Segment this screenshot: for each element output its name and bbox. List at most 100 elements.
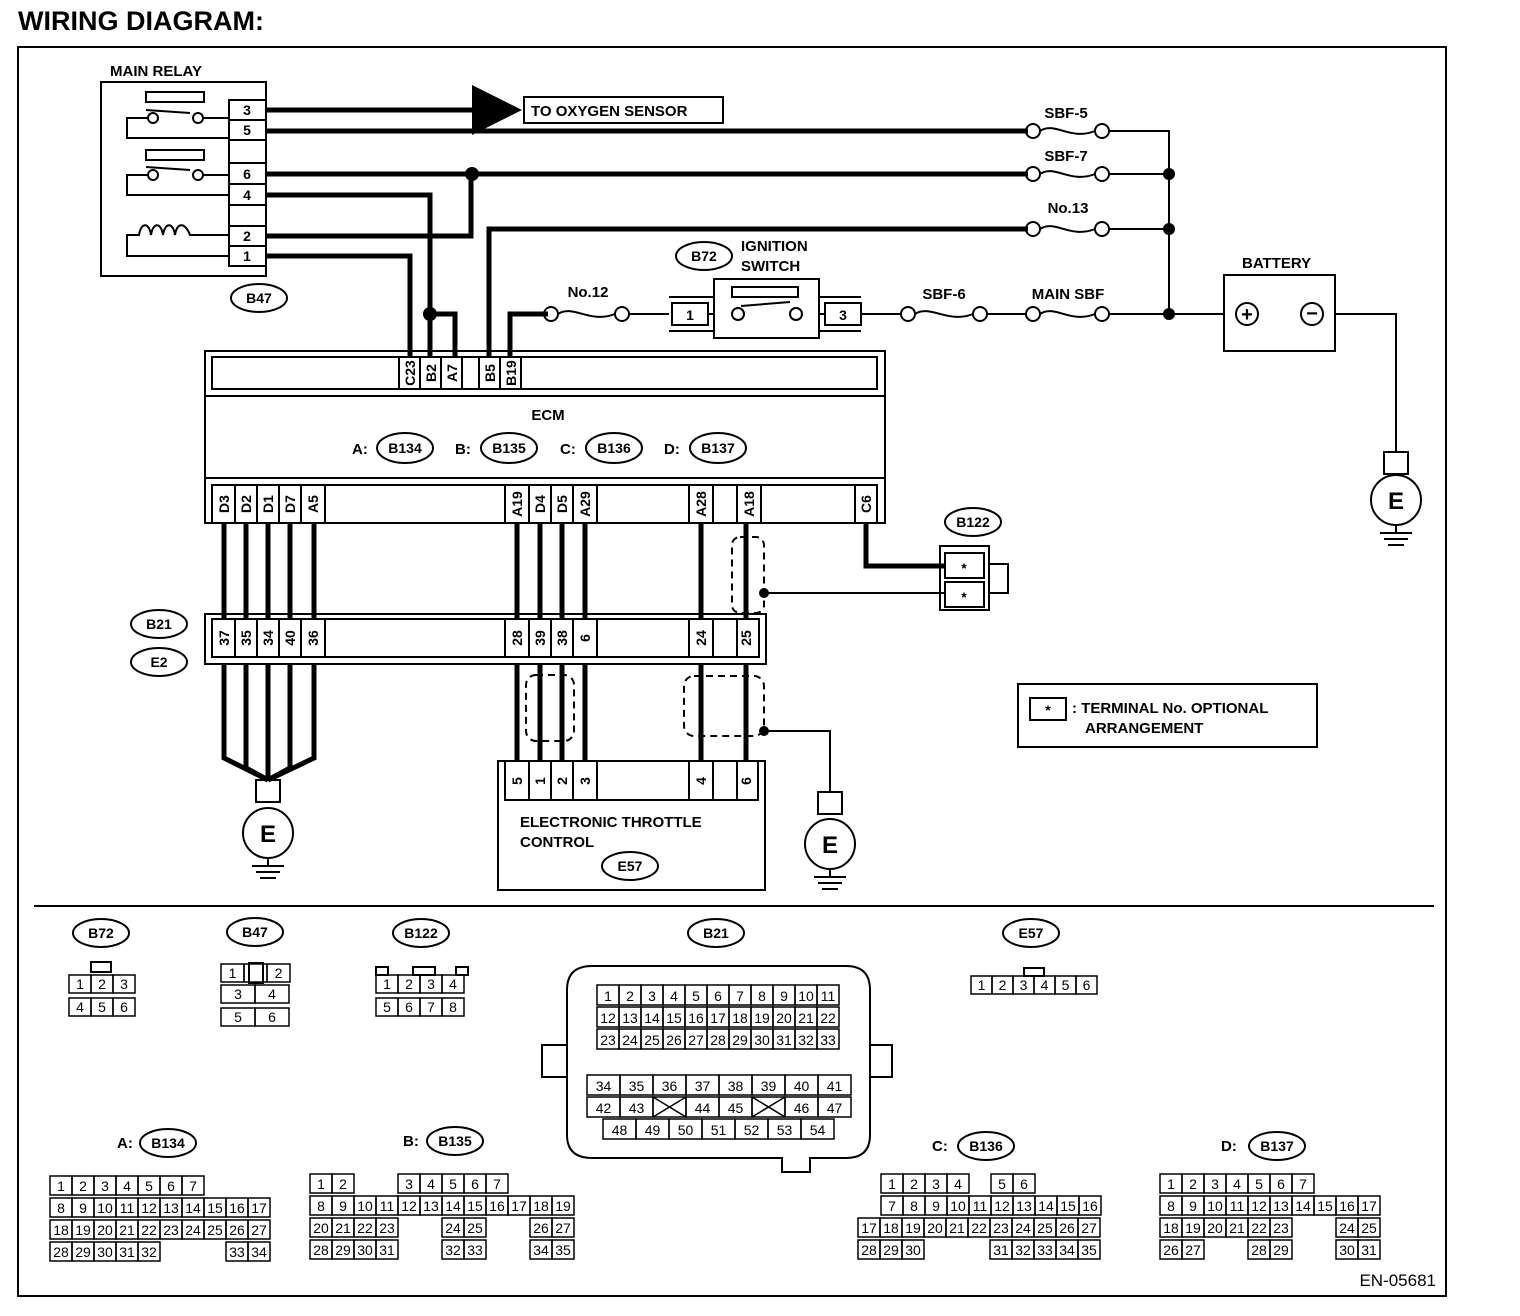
connector-pin-number: 20 [776,1010,792,1026]
cv-b136-tag: B136 [969,1138,1003,1154]
battery-plus-terminal [1235,302,1259,326]
connector-pin-number: 11 [380,1198,395,1214]
connector-pin-number: 24 [1015,1220,1031,1236]
cv-e57-tag: E57 [1019,925,1044,941]
connector-pin-number: 42 [596,1100,612,1116]
connector-pin-number: 20 [927,1220,943,1236]
connector-pin-number: 4 [1233,1176,1241,1192]
connector-pin-cell [247,1241,271,1262]
b21-pin: 28 [509,630,525,646]
connector-pin-number: 54 [810,1122,826,1138]
battery-minus-sign: − [1306,303,1318,325]
connector-pin-number: 37 [695,1078,711,1094]
connector-pin-number: 29 [335,1242,351,1258]
connector-pin-number: 14 [644,1010,660,1026]
connector-pin-cell [551,1239,575,1260]
connector-pin-number: 19 [555,1198,571,1214]
connector-pin-number: 47 [827,1100,843,1116]
ground-label: E [822,832,838,859]
ground-label: E [260,821,276,848]
ecm-connector-id: B136 [597,440,631,456]
diagram-frame [17,46,1447,1297]
connector-pin-number: 28 [313,1242,329,1258]
connector-pin-number: 31 [993,1242,1009,1258]
connector-pin-number: 1 [604,988,612,1004]
connector-pin-number: 6 [1020,1176,1028,1192]
connector-pin-number: 1 [57,1178,65,1194]
connector-pin-cell [946,1173,970,1194]
connector-pin-cell [375,1239,399,1260]
connector-pin-number: 34 [533,1242,549,1258]
connector-pin-number: 49 [645,1122,661,1138]
connector-pin-number: 13 [163,1200,179,1216]
blank-pin-cross [652,1096,687,1118]
connector-pin-number: 6 [405,999,413,1015]
connector-pin-number: 30 [905,1242,921,1258]
connector-pin-number: 19 [905,1220,921,1236]
connector-pin-number: 24 [1339,1220,1355,1236]
connector-pin-number: 22 [820,1010,836,1026]
connector-pin-cell [331,1173,355,1194]
throttle-pin: 1 [532,777,548,785]
relay-terminal-2: 2 [243,228,251,244]
connector-pin-number: 14 [445,1198,461,1214]
connector-pin-number: 29 [732,1032,748,1048]
connector-pin-number: 1 [383,976,391,992]
connector-pin-number: 27 [555,1220,571,1236]
b21-pin: 39 [532,630,548,646]
connector-pin-number: 2 [275,965,283,981]
ecm-pin-b5: B5 [482,364,498,382]
ecm-connector-tags: A: B134 B: B135 C: B136 D: B137 [352,432,747,464]
connector-pin-number: 35 [629,1078,645,1094]
connector-pin-number: 6 [120,999,128,1015]
connector-pin-number: 33 [1037,1242,1053,1258]
connector-pin-number: 29 [1273,1242,1289,1258]
battery-bus-wires [629,130,1397,452]
b122-pin: * [961,589,967,605]
connector-pin-number: 32 [445,1242,461,1258]
connector-pin-number: 52 [744,1122,760,1138]
connector-pin-number: 6 [471,1176,479,1192]
relay-terminal-6: 6 [243,166,251,182]
connector-pin-number: 21 [798,1010,814,1026]
connector-pin-number: 13 [622,1010,638,1026]
e2-tag-id: E2 [150,654,167,670]
b21-tag [130,609,188,639]
fuse-sbf6-label: SBF-6 [922,286,965,303]
connector-pin-number: 34 [1059,1242,1075,1258]
ground-symbol [804,791,856,890]
connector-pin-number: 21 [949,1220,965,1236]
connector-pin-number: 22 [357,1220,373,1236]
signal-wires [221,523,944,783]
connector-pin-cell [137,1241,161,1262]
connector-pin-number: 33 [820,1032,836,1048]
connector-pin-number: 1 [76,976,84,992]
ignition-label-line1: IGNITION [741,238,808,255]
b21-pin: 34 [260,630,276,646]
connector-pin-number: 32 [798,1032,814,1048]
connector-pin-number: 15 [207,1200,223,1216]
ecm-connector-prefix: D: [664,441,680,458]
connector-pin-number: 5 [449,1176,457,1192]
connector-pin-number: 19 [1185,1220,1201,1236]
throttle-pin: 5 [509,777,525,785]
ecm-label: ECM [531,407,564,424]
ecm-pin-b19: B19 [503,360,519,386]
connector-pin-number: 33 [467,1242,483,1258]
connector-pin-cell [375,1217,399,1238]
connector-pin-number: 16 [688,1010,704,1026]
ignition-switch [669,278,862,339]
oxygen-sensor-label: TO OXYGEN SENSOR [531,103,688,120]
connector-pin-number: 4 [76,999,84,1015]
connector-pin-number: 4 [123,1178,131,1194]
connector-pin-number: 25 [467,1220,483,1236]
ecm-connector-id: B137 [701,440,735,456]
connector-pin-number: 26 [666,1032,682,1048]
connector-pin-number: 27 [1081,1220,1097,1236]
cv-b135-tag: B135 [438,1133,472,1149]
connector-pin-number: 44 [695,1100,711,1116]
ground-symbol [242,779,294,879]
ecm-pin-a18: A18 [741,491,757,517]
connector-pin-cell [1269,1217,1293,1238]
b122-tag [944,507,1002,537]
